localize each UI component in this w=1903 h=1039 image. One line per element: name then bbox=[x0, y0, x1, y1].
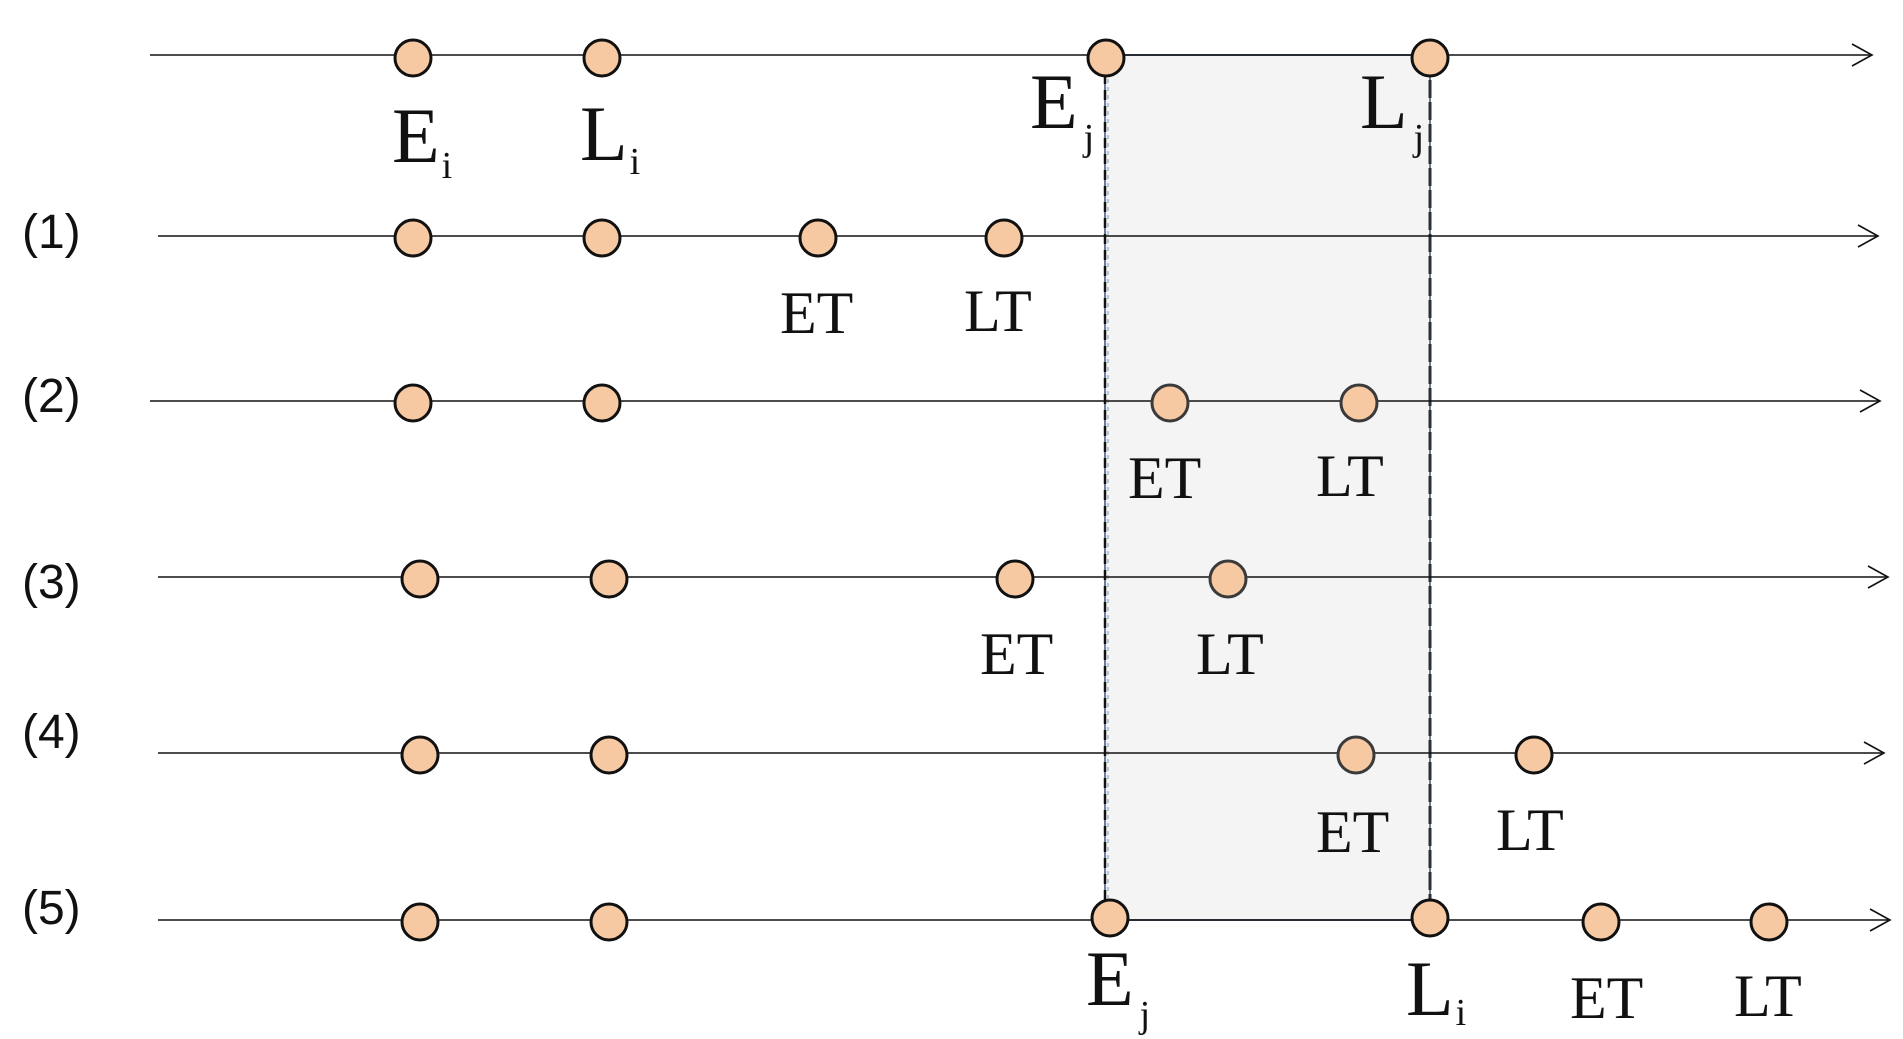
row-5-label-et: ET bbox=[1570, 965, 1643, 1031]
node-l-i bbox=[582, 38, 622, 78]
axis-row-2 bbox=[150, 389, 1882, 413]
row-3-label-lt: LT bbox=[1196, 621, 1264, 687]
row-label-3: (3) bbox=[22, 556, 81, 609]
row-5-node-l-i-2 bbox=[1410, 898, 1450, 938]
row-3-node-lt bbox=[1208, 559, 1248, 599]
row-label-5: (5) bbox=[22, 882, 81, 935]
row-1-label-lt: LT bbox=[964, 278, 1032, 344]
node-l-j bbox=[1410, 38, 1450, 78]
overlap-window bbox=[1103, 54, 1432, 921]
row-5-label-l-i: Li bbox=[1406, 945, 1466, 1034]
axis-top bbox=[150, 43, 1874, 67]
row-1-node-l-i bbox=[582, 218, 622, 258]
row-1: ET LT bbox=[393, 218, 1032, 346]
row-1-label-et: ET bbox=[780, 280, 853, 346]
row-2-node-e-i bbox=[393, 383, 433, 423]
row-label-4: (4) bbox=[22, 706, 81, 759]
row-5-label-lt: LT bbox=[1734, 963, 1802, 1029]
row-5-node-l-i bbox=[589, 902, 629, 942]
row-3-label-et: ET bbox=[980, 621, 1053, 687]
row-5-node-e-i bbox=[400, 902, 440, 942]
row-3: ET LT bbox=[400, 559, 1264, 687]
row-5-node-e-j bbox=[1090, 898, 1130, 938]
top-row-nodes bbox=[393, 38, 1450, 78]
row-2-label-lt: LT bbox=[1316, 443, 1384, 509]
row-4-node-lt bbox=[1514, 735, 1554, 775]
row-4-node-et bbox=[1336, 735, 1376, 775]
row-2: ET LT bbox=[393, 383, 1384, 511]
row-2-node-lt bbox=[1339, 383, 1379, 423]
row-2-node-et bbox=[1150, 383, 1190, 423]
row-1-node-lt bbox=[984, 218, 1024, 258]
row-5-node-et bbox=[1581, 902, 1621, 942]
label-e-i: Ei bbox=[392, 92, 452, 187]
row-4-label-lt: LT bbox=[1496, 797, 1564, 863]
label-l-i: Li bbox=[580, 90, 640, 183]
row-labels: (1) (2) (3) (4) (5) bbox=[22, 206, 81, 935]
row-4-node-e-i bbox=[400, 735, 440, 775]
row-4-label-et: ET bbox=[1316, 799, 1389, 865]
row-label-2: (2) bbox=[22, 370, 81, 423]
row-1-node-e-i bbox=[393, 218, 433, 258]
node-e-i bbox=[393, 38, 433, 78]
row-4-node-l-i bbox=[589, 735, 629, 775]
node-e-j bbox=[1086, 38, 1126, 78]
row-5-node-lt bbox=[1749, 902, 1789, 942]
row-3-node-e-i bbox=[400, 559, 440, 599]
row-label-1: (1) bbox=[22, 206, 81, 259]
row-2-node-l-i bbox=[582, 383, 622, 423]
axis-row-4 bbox=[158, 741, 1886, 765]
row-3-node-l-i bbox=[589, 559, 629, 599]
row-3-node-et bbox=[995, 559, 1035, 599]
row-2-label-et: ET bbox=[1128, 445, 1201, 511]
row-4: ET LT bbox=[400, 735, 1564, 865]
row-1-node-et bbox=[798, 218, 838, 258]
